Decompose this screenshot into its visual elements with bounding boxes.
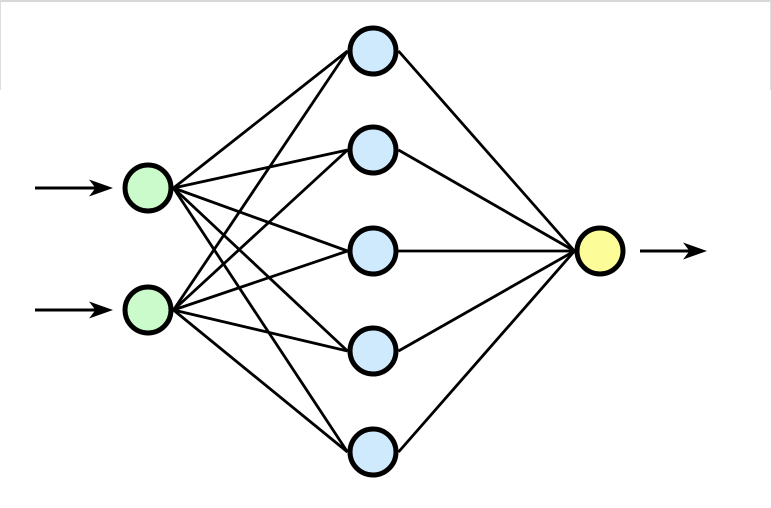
hidden-3-node xyxy=(347,225,399,277)
output-1-node xyxy=(574,225,626,277)
edge-hidden-5-to-output-1 xyxy=(397,250,576,453)
edge-input-2-to-hidden-4 xyxy=(173,308,348,353)
window-left-border xyxy=(0,0,1,90)
edge-input-2-to-hidden-3 xyxy=(173,249,348,312)
input-2-node xyxy=(122,284,174,336)
edge-input-1-to-hidden-1 xyxy=(172,49,349,190)
input-arrow-1-head xyxy=(89,179,113,197)
edge-input-1-to-hidden-3 xyxy=(173,186,348,253)
edge-input-1-to-hidden-5 xyxy=(172,187,349,453)
edge-hidden-2-to-output-1 xyxy=(397,148,576,253)
output-arrow-head xyxy=(683,242,707,260)
edge-input-2-to-hidden-2 xyxy=(172,148,349,312)
edge-input-2-to-hidden-5 xyxy=(172,308,349,454)
hidden-1-node xyxy=(347,25,399,77)
edge-hidden-1-to-output-1 xyxy=(397,50,576,252)
edge-input-2-to-hidden-1 xyxy=(172,50,349,311)
hidden-5-node xyxy=(347,426,399,478)
edge-hidden-4-to-output-1 xyxy=(397,249,576,353)
hidden-2-node xyxy=(347,124,399,176)
edge-input-1-to-hidden-4 xyxy=(172,186,349,353)
window-top-border xyxy=(0,0,771,2)
input-1-node xyxy=(122,162,174,214)
input-arrow-2-head xyxy=(89,301,113,319)
hidden-4-node xyxy=(347,325,399,377)
edge-input-1-to-hidden-2 xyxy=(173,148,348,190)
